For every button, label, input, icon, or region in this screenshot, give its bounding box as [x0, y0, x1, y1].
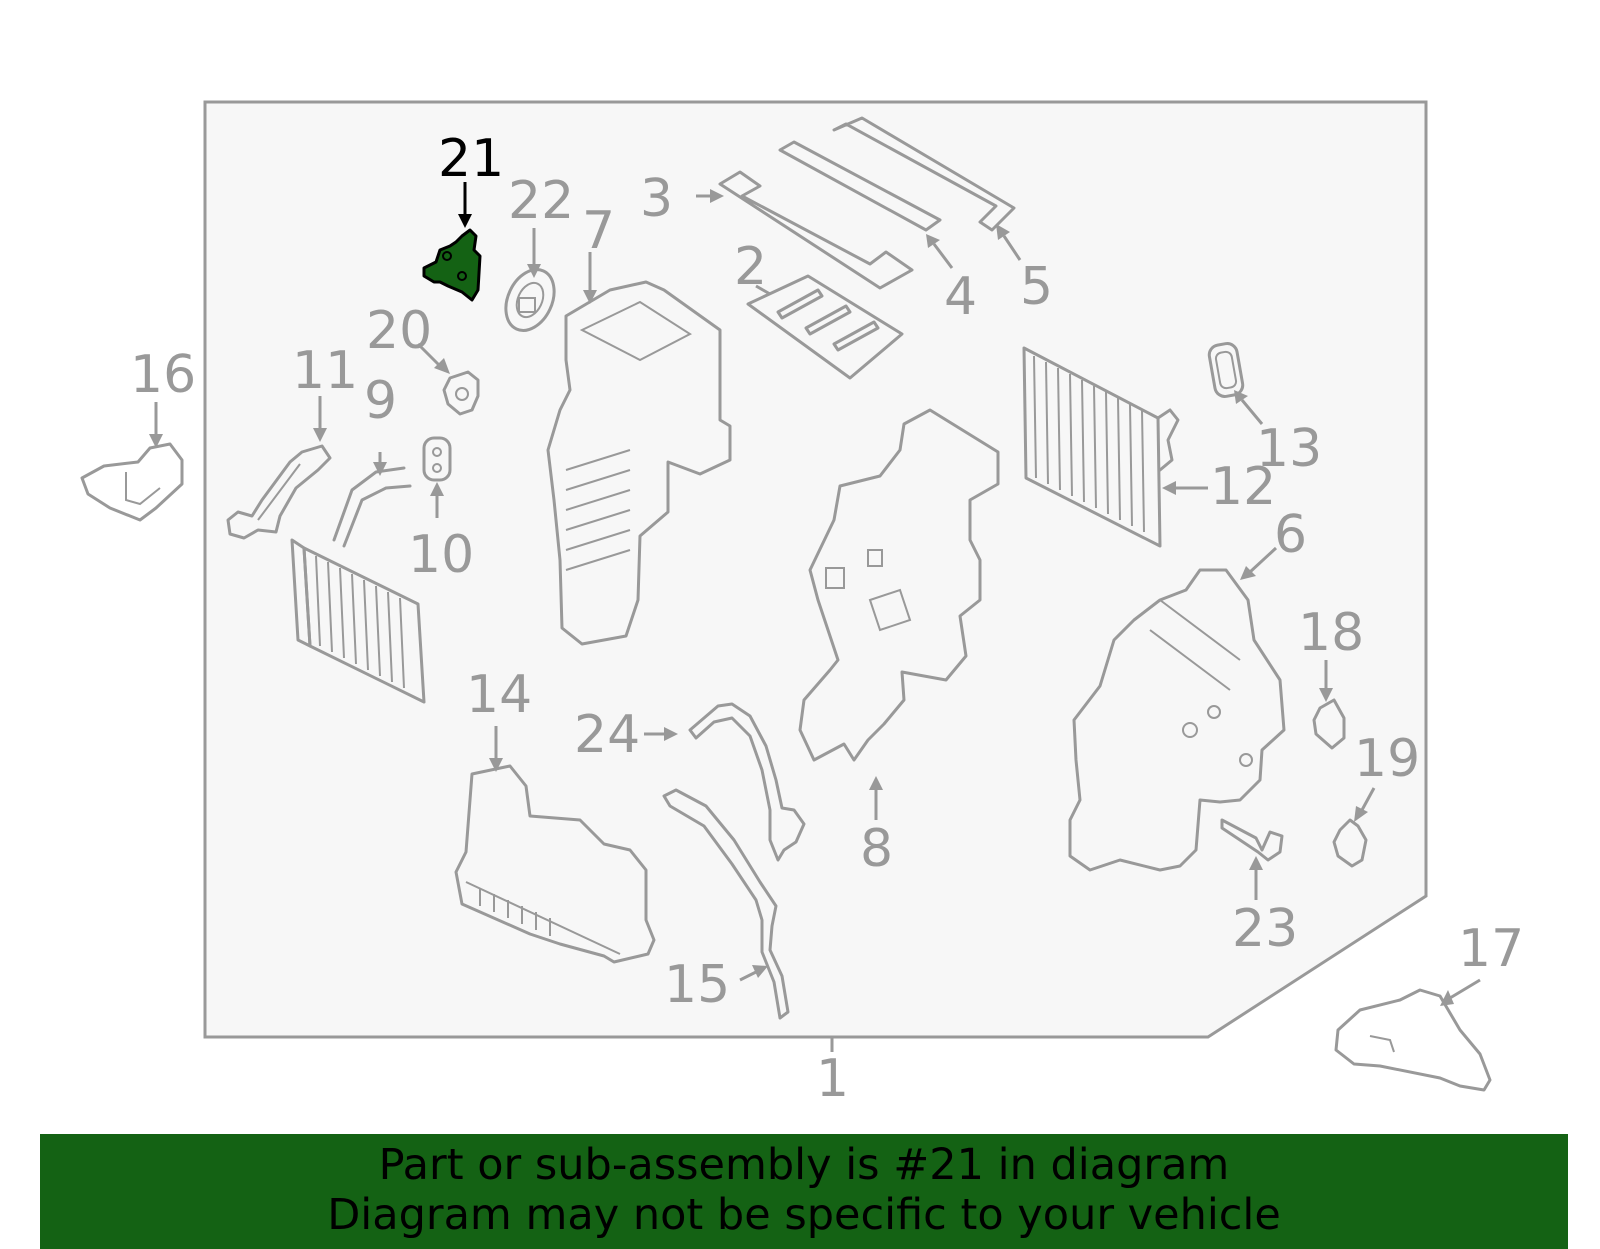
callout-22: 22: [508, 171, 574, 231]
part-15-hose[interactable]: [662, 788, 790, 1020]
callout-16: 16: [130, 345, 196, 405]
part-24-hose[interactable]: [688, 702, 806, 862]
callout-10: 10: [408, 525, 474, 585]
part-22-actuator[interactable]: [497, 262, 564, 339]
callout-11: 11: [292, 341, 358, 401]
callout-labels: 21 22 7 3 2 4 5 20 16 11 9 10 13 12 6 18…: [130, 129, 1524, 1109]
callout-19: 19: [1354, 729, 1420, 789]
part-12-evaporator[interactable]: [1022, 346, 1180, 548]
callout-15: 15: [664, 955, 730, 1015]
callout-4: 4: [944, 267, 977, 327]
info-banner: Part or sub-assembly is #21 in diagram D…: [40, 1134, 1568, 1249]
callout-20: 20: [366, 301, 432, 361]
part-13-gasket[interactable]: [1207, 342, 1245, 398]
part-11-pipe[interactable]: [226, 444, 332, 540]
callout-21: 21: [438, 129, 504, 189]
leader-lines: [149, 182, 1481, 1006]
part-2-filter[interactable]: [746, 274, 904, 380]
callout-24: 24: [574, 705, 640, 765]
part-19-sensor[interactable]: [1332, 818, 1368, 868]
part-18-sensor[interactable]: [1312, 698, 1346, 750]
callout-13: 13: [1256, 419, 1322, 479]
part-14-case[interactable]: [454, 764, 656, 964]
callout-12: 12: [1210, 457, 1276, 517]
part-23-sensor[interactable]: [1220, 818, 1284, 862]
callout-2: 2: [734, 237, 767, 297]
part-5-seal[interactable]: [832, 116, 1016, 232]
callout-23: 23: [1232, 899, 1298, 959]
part-7-case[interactable]: [546, 280, 732, 646]
part-6-housing[interactable]: [1068, 568, 1286, 872]
part-3-frame[interactable]: [718, 170, 914, 290]
part-17-duct[interactable]: [1334, 988, 1492, 1092]
callout-18: 18: [1298, 603, 1364, 663]
banner-line-2: Diagram may not be specific to your vehi…: [327, 1190, 1281, 1240]
part-4-seal[interactable]: [778, 140, 942, 232]
callout-17: 17: [1458, 919, 1524, 979]
part-21-actuator[interactable]: [422, 228, 482, 302]
callout-5: 5: [1020, 257, 1053, 317]
callout-1: 1: [816, 1049, 849, 1109]
part-20-motor[interactable]: [442, 370, 480, 416]
part-9-heater-core[interactable]: [290, 466, 426, 704]
callout-8: 8: [860, 819, 893, 879]
callout-6: 6: [1274, 505, 1307, 565]
banner-line-1: Part or sub-assembly is #21 in diagram: [378, 1140, 1230, 1190]
part-16-duct[interactable]: [80, 442, 184, 522]
callout-3: 3: [640, 169, 673, 229]
callout-7: 7: [582, 201, 615, 261]
assembly-panel: [203, 100, 1428, 1039]
callout-9: 9: [364, 371, 397, 431]
part-10-gasket[interactable]: [422, 436, 452, 482]
part-8-housing[interactable]: [798, 408, 1000, 762]
callout-14: 14: [466, 665, 532, 725]
